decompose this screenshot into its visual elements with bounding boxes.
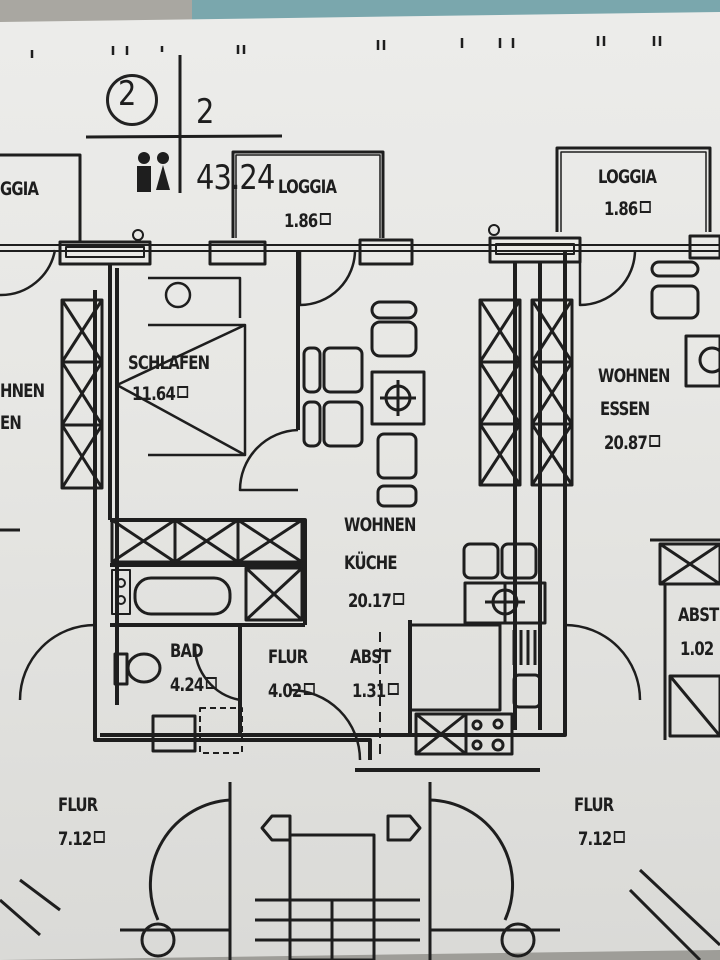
area-value: 7.12 [578,828,612,850]
room-bad-name: BAD [170,640,204,662]
area-value: 1.31 [352,680,386,702]
exterior-wall-top [0,224,720,266]
loggia-left-wall [0,153,82,242]
room-schlafen-name: SCHLAFEN [128,352,210,374]
closet-right-b [530,298,574,487]
area-value: 4.24 [170,674,204,696]
area-value: 4.02 [268,680,302,702]
area-value: 1.86 [604,198,638,220]
area-unit-icon [319,213,331,225]
area-unit-icon [387,683,399,695]
room-flur-area: 4.02 [268,680,315,702]
neighbor-left-loggia-name: GGIA [0,178,39,200]
room-flur-name: FLUR [268,646,308,668]
area-unit-icon [649,435,661,447]
unit-area: 43.24 [196,158,275,198]
unit-number-circled: 2 [118,74,136,114]
bath-fixture [151,714,197,753]
room-loggia-area: 1.86 [284,210,331,232]
persons-icon [137,152,170,192]
neighbor-left-flur-name: FLUR [58,794,98,816]
area-value: 7.12 [58,828,92,850]
room-wohnen-kueche-area: 20.17 [348,590,405,612]
kitchen-counter-top [302,300,426,508]
area-value: 1.86 [284,210,318,232]
unit-number-circle [106,74,158,126]
stairwell [0,782,720,960]
room-wohnen-kueche-line1: WOHNEN [344,514,416,536]
room-loggia-name: LOGGIA [278,176,337,198]
sink-symbol [111,569,131,615]
room-bad-area: 4.24 [170,674,217,696]
wardrobe-row [110,518,304,622]
area-unit-icon [93,831,105,843]
neighbor-right-fixtures [650,260,720,740]
room-abst-area: 1.31 [352,680,399,702]
dimension-ticks [30,36,662,58]
area-unit-icon [613,831,625,843]
neighbor-right-wohnen-line1: WOHNEN [598,365,670,387]
area-unit-icon [205,677,217,689]
area-value: 20.17 [348,590,392,612]
neighbor-right-wohnen-line2: ESSEN [600,398,650,420]
room-abst-name: ABST [350,646,391,668]
neighbor-right-loggia-area: 1.86 [604,198,651,220]
area-unit-icon [639,201,651,213]
closet-right-a [478,298,522,487]
loggia-right-wall [555,146,712,232]
info-divider-horizontal [85,134,283,139]
area-unit-icon [393,593,405,605]
neighbor-left-flur-area: 7.12 [58,828,105,850]
room-schlafen-area: 11.64 [132,383,189,405]
apartment-walls [93,250,567,772]
unit-floor: 2 [196,92,214,132]
closet-left [60,298,104,490]
neighbor-right-abst-area: 1.02 [680,638,714,660]
shower-tray [199,707,243,754]
neighbor-right-flur-name: FLUR [574,794,614,816]
bathtub-symbol [133,576,232,616]
area-unit-icon [177,386,189,398]
neighbor-right-wohnen-area: 20.87 [604,432,661,454]
bed-symbol [116,276,247,457]
neighbor-right-loggia-name: LOGGIA [598,166,657,188]
area-value: 11.64 [132,383,176,405]
neighbor-right-flur-area: 7.12 [578,828,625,850]
area-value: 20.87 [604,432,648,454]
door-swings [0,249,642,761]
toilet-symbol [113,652,162,686]
neighbor-left-wohnen-line1: HNEN [0,380,45,402]
neighbor-right-abst-name: ABST [678,604,719,626]
kitchen-counter-right [379,542,547,758]
area-unit-icon [303,683,315,695]
loggia-wall [231,150,385,238]
neighbor-left-wohnen-line2: EN [0,412,22,434]
room-wohnen-kueche-line2: KÜCHE [344,552,398,574]
